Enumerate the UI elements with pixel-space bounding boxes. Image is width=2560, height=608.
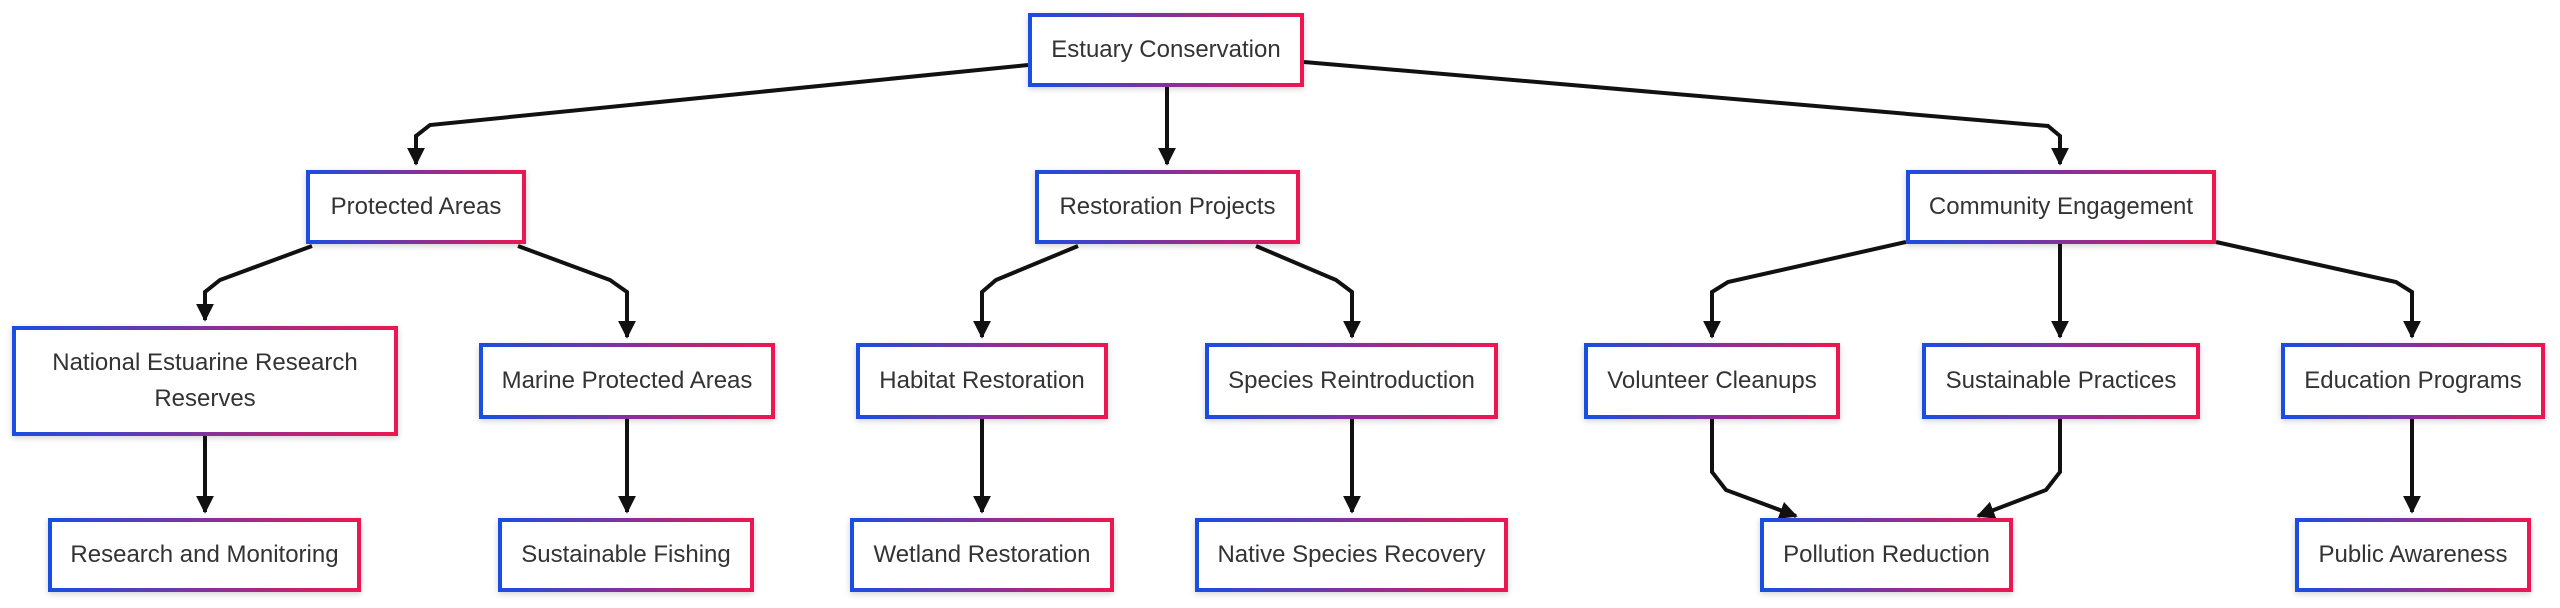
node-marine-protected-areas: Marine Protected Areas (479, 343, 775, 419)
node-protected-areas: Protected Areas (306, 170, 526, 244)
node-restoration-projects: Restoration Projects (1035, 170, 1300, 244)
node-wetland-restoration: Wetland Restoration (850, 518, 1114, 592)
node-estuary-conservation: Estuary Conservation (1028, 13, 1304, 87)
node-sustainable-practices: Sustainable Practices (1922, 343, 2200, 419)
node-community-engagement: Community Engagement (1906, 170, 2216, 244)
edge-volunteer-cleanups-to-pollution-reduction (1710, 419, 1798, 519)
node-sustainable-fishing: Sustainable Fishing (498, 518, 754, 592)
edge-estuary-conservation-to-protected-areas (407, 63, 1029, 166)
edge-community-engagement-to-volunteer-cleanups (1703, 240, 1907, 339)
node-habitat-restoration: Habitat Restoration (856, 343, 1108, 419)
edge-sustainable-practices-to-pollution-reduction (1976, 419, 2062, 519)
node-native-species-recovery: Native Species Recovery (1195, 518, 1508, 592)
edge-restoration-projects-to-habitat-restoration (973, 244, 1079, 339)
edge-protected-areas-to-marine-protected-areas (517, 244, 636, 339)
node-species-reintroduction: Species Reintroduction (1205, 343, 1498, 419)
node-volunteer-cleanups: Volunteer Cleanups (1584, 343, 1840, 419)
edge-restoration-projects-to-species-reintroduction (1255, 244, 1361, 339)
node-education-programs: Education Programs (2281, 343, 2545, 419)
edge-protected-areas-to-national-estuarine-research-reserves (196, 244, 313, 322)
node-national-estuarine-research-reserves: National Estuarine Research Reserves (12, 326, 398, 436)
node-public-awareness: Public Awareness (2295, 518, 2531, 592)
edge-estuary-conservation-to-community-engagement (1303, 60, 2069, 166)
node-pollution-reduction: Pollution Reduction (1760, 518, 2013, 592)
node-research-and-monitoring: Research and Monitoring (48, 518, 361, 592)
edge-community-engagement-to-education-programs (2215, 240, 2421, 339)
